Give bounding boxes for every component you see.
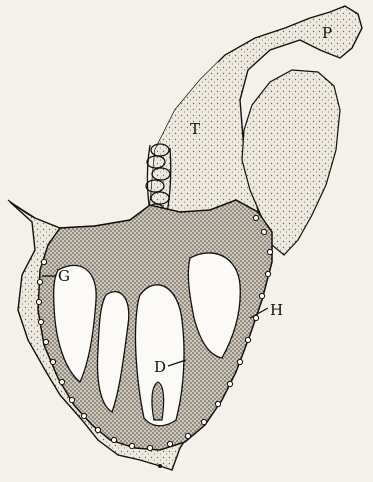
small-dot: [158, 464, 162, 468]
label-p: P: [322, 24, 332, 42]
finger-projection: [152, 382, 164, 420]
label-d: D: [154, 358, 166, 376]
label-t: T: [190, 120, 200, 138]
label-h: H: [270, 301, 283, 319]
label-g: G: [58, 267, 70, 285]
